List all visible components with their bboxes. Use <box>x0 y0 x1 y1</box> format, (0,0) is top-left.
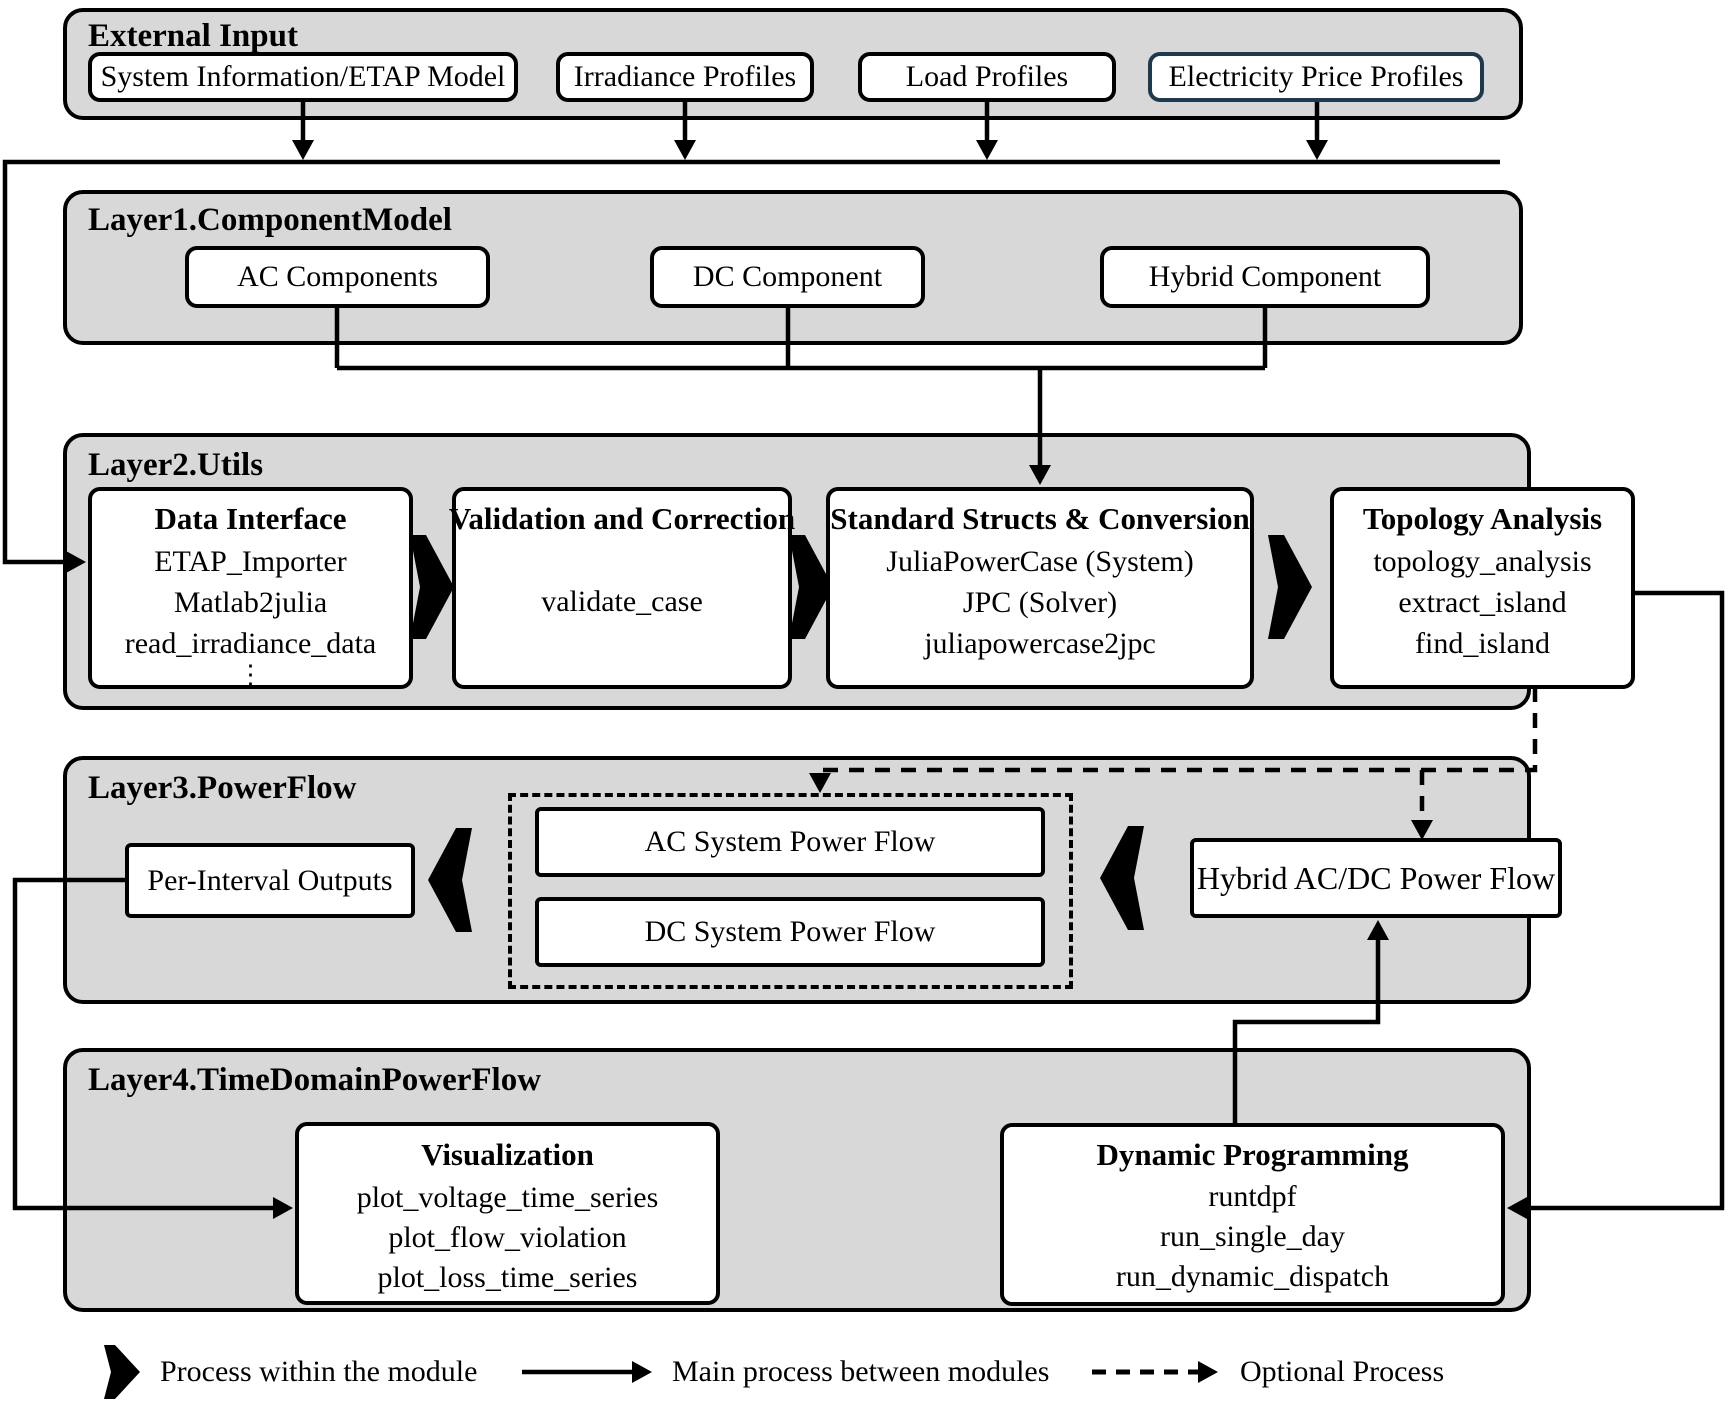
external-input-title: External Input <box>88 18 298 54</box>
visualization-title: Visualization <box>421 1137 594 1172</box>
process-arrow-icon <box>410 535 454 639</box>
topology-line: find_island <box>1415 627 1550 660</box>
arrowhead <box>632 1361 652 1383</box>
ac-components-box: AC Components <box>185 246 490 308</box>
data-interface-title: Data Interface <box>154 501 347 536</box>
process-arrow-icon <box>1100 826 1144 930</box>
standard-structs-line: juliapowercase2jpc <box>924 627 1156 660</box>
arrowhead <box>809 773 831 793</box>
topology-analysis-box: Topology Analysis topology_analysis extr… <box>1330 487 1635 689</box>
visualization-line: plot_voltage_time_series <box>356 1181 659 1214</box>
process-arrow-icon <box>789 535 833 639</box>
per-interval-outputs-box: Per-Interval Outputs <box>125 843 415 918</box>
layer3-title: Layer3.PowerFlow <box>88 770 357 806</box>
legend-main-process-label: Main process between modules <box>672 1355 1050 1388</box>
validation-line: validate_case <box>541 585 703 618</box>
topology-optional-line <box>817 687 1538 777</box>
input-bus-line <box>2 159 1500 565</box>
legend-process-within-label: Process within the module <box>160 1355 478 1388</box>
dynamic-programming-line: runtdpf <box>1208 1180 1297 1213</box>
arrowheads <box>66 140 1527 1219</box>
optional-process-lines <box>817 687 1538 824</box>
validation-correction-box: Validation and Correction validate_case <box>448 487 796 689</box>
arrowhead <box>273 1197 293 1219</box>
layer4-title: Layer4.TimeDomainPowerFlow <box>88 1062 542 1098</box>
dynamic-programming-line: run_dynamic_dispatch <box>1115 1260 1390 1293</box>
process-arrow-icon <box>1268 535 1312 639</box>
arrowhead <box>1198 1361 1218 1383</box>
visualization-line: plot_flow_violation <box>388 1221 627 1254</box>
data-interface-line: Matlab2julia <box>173 586 328 619</box>
topology-to-dp-line <box>1523 590 1725 1211</box>
dynamic-programming-box: Dynamic Programming runtdpf run_single_d… <box>1000 1123 1505 1306</box>
arrowhead <box>1029 465 1051 485</box>
standard-structs-title: Standard Structs & Conversion <box>830 501 1250 536</box>
ellipsis-icon: ⋮ <box>237 660 264 689</box>
arrowhead <box>674 140 696 160</box>
topology-title: Topology Analysis <box>1362 501 1603 536</box>
visualization-line: plot_loss_time_series <box>377 1261 638 1294</box>
hybrid-acdc-power-flow-box: Hybrid AC/DC Power Flow <box>1190 838 1562 918</box>
arrowhead <box>1507 1197 1527 1219</box>
load-profiles-box: Load Profiles <box>858 52 1116 102</box>
data-interface-box: Data Interface ETAP_Importer Matlab2juli… <box>88 487 413 689</box>
arrowhead <box>66 551 86 573</box>
dynamic-programming-title: Dynamic Programming <box>1096 1137 1409 1172</box>
main-process-lines <box>2 102 1725 1211</box>
arrowhead <box>976 140 998 160</box>
electricity-price-profiles-box: Electricity Price Profiles <box>1148 52 1484 102</box>
topology-line: extract_island <box>1398 586 1567 619</box>
dc-system-power-flow-box: DC System Power Flow <box>535 897 1045 967</box>
legend-glyphs <box>104 1345 1218 1399</box>
arrowhead <box>1367 920 1389 940</box>
layer2-title: Layer2.Utils <box>88 447 264 483</box>
standard-structs-line: JPC (Solver) <box>962 586 1118 619</box>
visualization-box: Visualization plot_voltage_time_series p… <box>295 1122 720 1305</box>
standard-structs-box: Standard Structs & Conversion JuliaPower… <box>826 487 1254 689</box>
process-within-arrow-icon <box>104 1345 140 1399</box>
standard-structs-line: JuliaPowerCase (System) <box>886 545 1194 578</box>
ac-dc-powerflow-group <box>508 793 1073 989</box>
topology-line: topology_analysis <box>1373 545 1592 578</box>
ac-system-power-flow-box: AC System Power Flow <box>535 807 1045 877</box>
arrowhead <box>292 140 314 160</box>
process-arrow-icon <box>428 828 472 932</box>
dynamic-programming-line: run_single_day <box>1160 1220 1345 1253</box>
legend-optional-label: Optional Process <box>1240 1355 1445 1388</box>
arrowhead <box>1411 820 1433 840</box>
layer1-title: Layer1.ComponentModel <box>88 202 452 238</box>
arrowhead <box>1306 140 1328 160</box>
perinterval-to-viz-line <box>12 877 277 1211</box>
data-interface-line: read_irradiance_data <box>124 627 377 660</box>
system-information-box: System Information/ETAP Model <box>88 52 518 102</box>
validation-title: Validation and Correction <box>448 501 796 536</box>
process-within-arrows <box>410 535 1312 932</box>
hybrid-component-box: Hybrid Component <box>1100 246 1430 308</box>
dp-to-hybrid-line <box>1232 936 1381 1123</box>
data-interface-line: ETAP_Importer <box>154 545 347 578</box>
dc-component-box: DC Component <box>650 246 925 308</box>
irradiance-profiles-box: Irradiance Profiles <box>556 52 814 102</box>
